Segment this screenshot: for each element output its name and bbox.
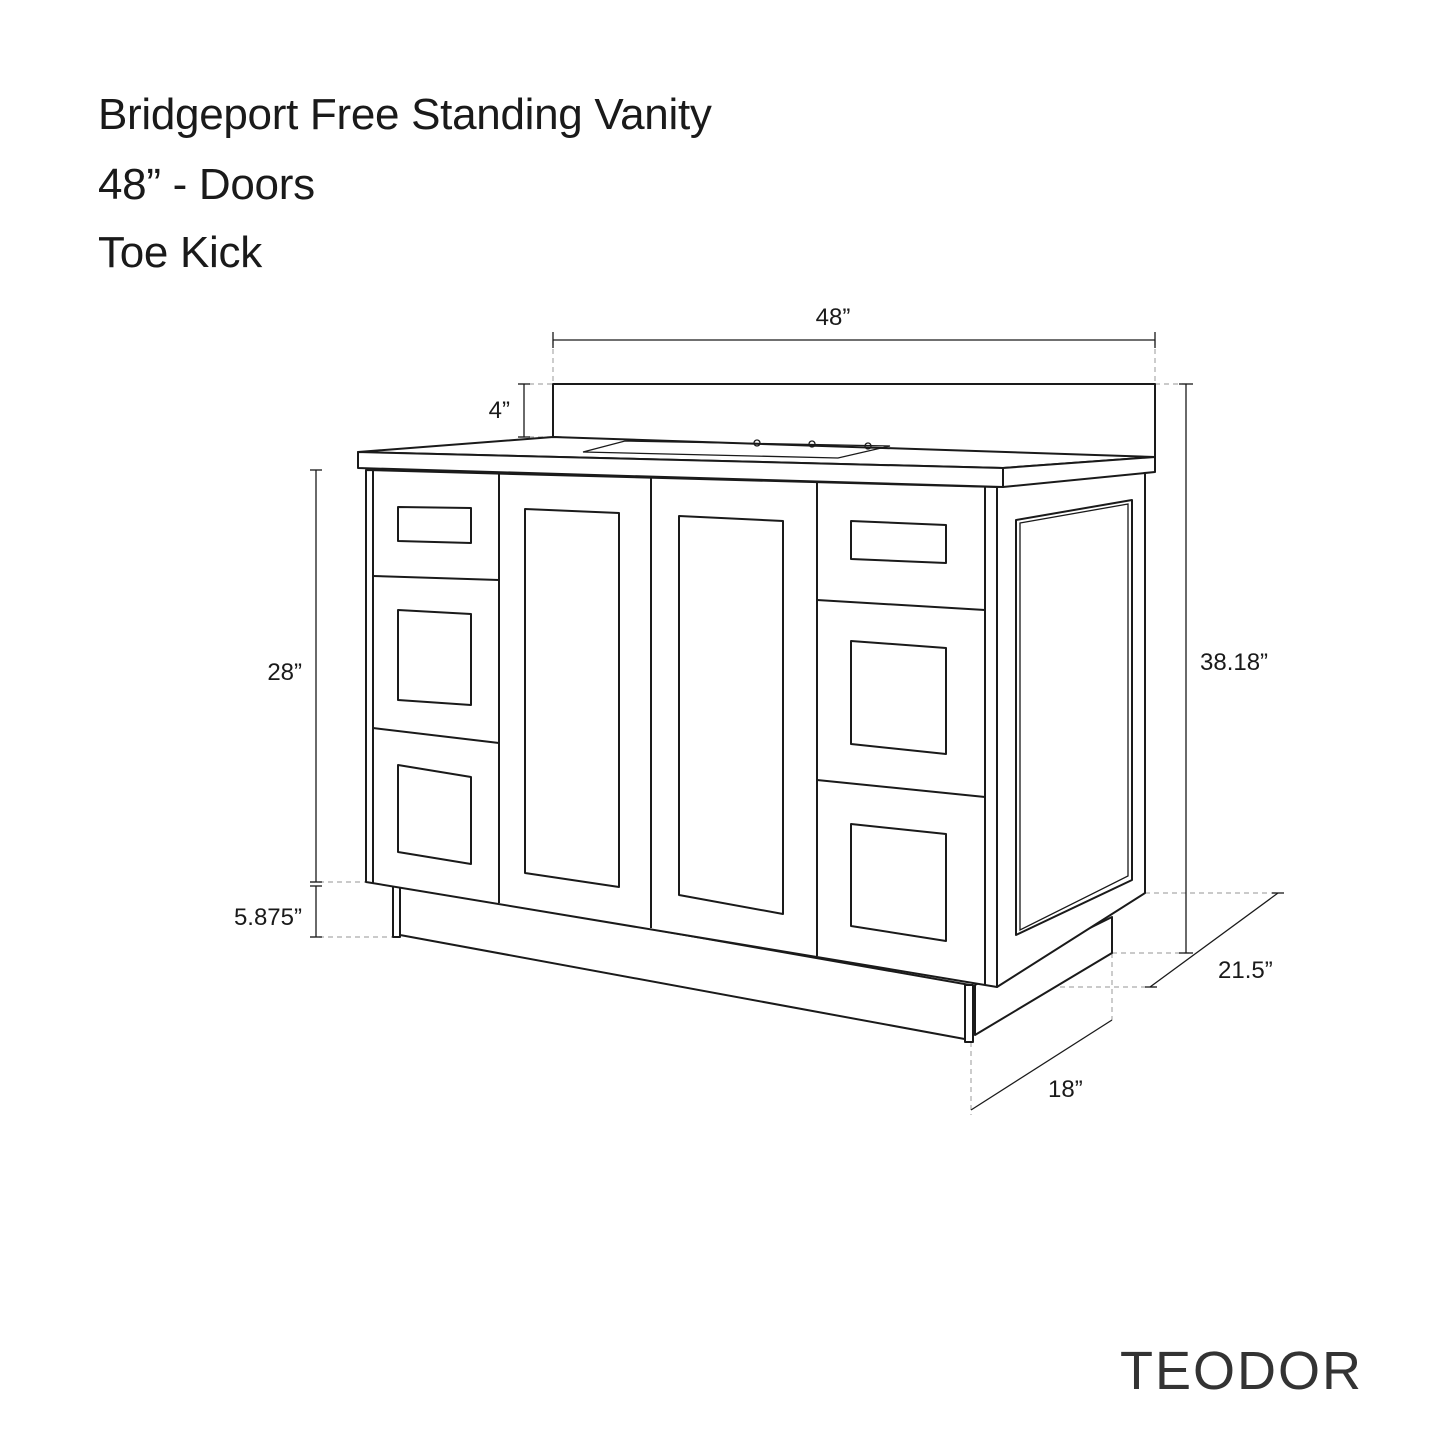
drawer-panel [397,506,472,544]
door-panel [678,515,784,915]
cabinet-front [365,469,998,988]
leg-right [964,984,974,1043]
leg-left [392,884,401,938]
backsplash-label: 4” [489,397,510,424]
toe-kick-label: 5.875” [234,904,302,931]
faucet-hole [753,439,761,447]
door-panel [524,508,620,888]
dimension-lines [310,332,1284,1111]
product-title: Bridgeport Free Standing Vanity [98,90,712,139]
sink-cutout [582,440,891,459]
product-variant: Toe Kick [98,228,262,277]
width-label: 48” [816,304,851,331]
product-size: 48” - Doors [98,160,315,209]
drawer-panel [397,764,472,865]
cabinet-side [996,471,1146,988]
drawer-panel [850,823,947,942]
drawer-panel [850,640,947,755]
faucet-hole [808,440,816,448]
total-height-label: 38.18” [1200,649,1268,676]
top-depth-label: 21.5” [1218,957,1273,984]
drawer-panel [850,520,947,564]
cabinet-height-label: 28” [267,659,302,686]
brand-logo: TEODOR [1120,1341,1364,1401]
countertop [357,383,1156,488]
faucet-hole [864,442,872,450]
drawer-panel [397,609,472,706]
cabinet-depth-label: 18” [1048,1076,1083,1103]
